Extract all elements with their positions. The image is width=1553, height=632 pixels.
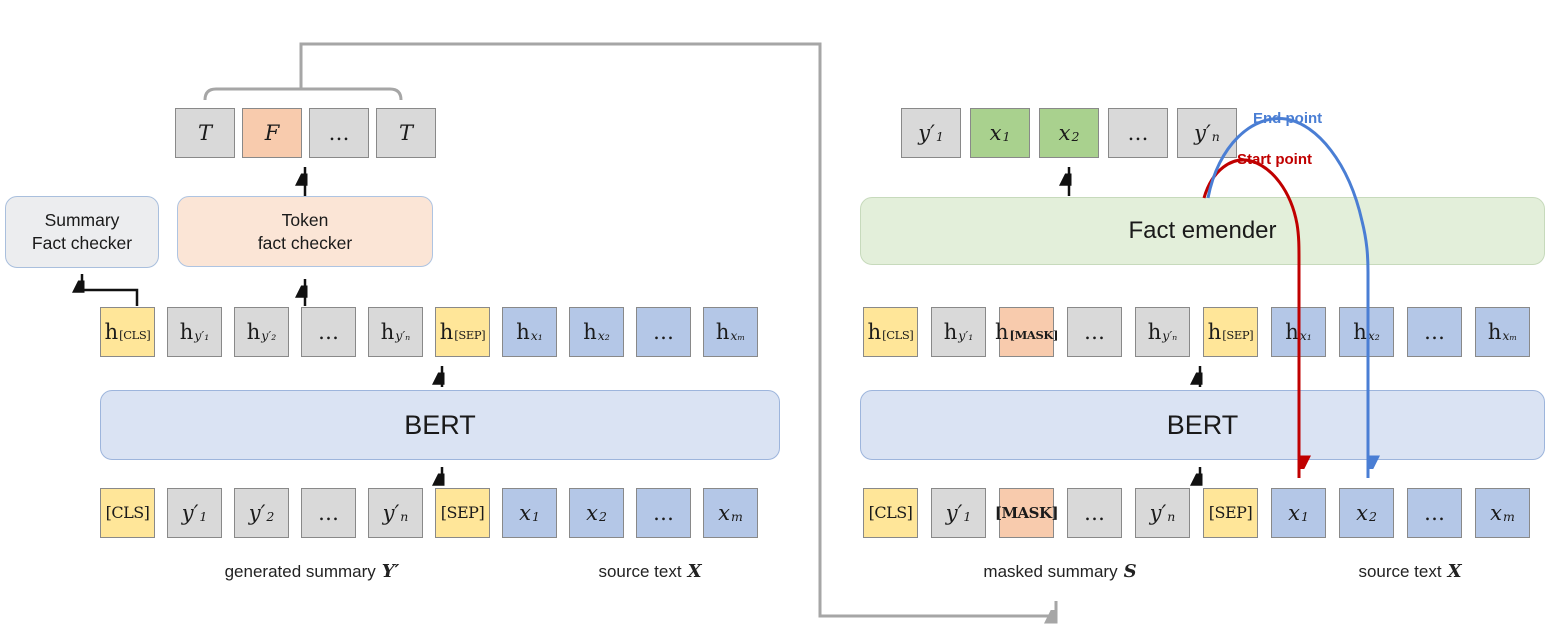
arrow-hcls-to-summarychecker [82, 274, 139, 306]
token-ellipsis: … [1407, 488, 1462, 538]
token-f: F [242, 108, 302, 158]
token-ellipsis: … [301, 307, 356, 357]
token-fact-checker-box: Token fact checker [177, 196, 433, 267]
token-ellipsis: … [309, 108, 369, 158]
token-y2: y′2 [234, 488, 289, 538]
caption-generated-summary-text: generated summary [224, 562, 376, 581]
token-fact-checker-line2: fact checker [257, 232, 353, 253]
token-sep: [SEP] [1203, 488, 1258, 538]
token-ellipsis: … [1067, 307, 1122, 357]
token-cls: [CLS] [863, 488, 918, 538]
fact-emender-label: Fact emender [1128, 217, 1277, 244]
summary-fact-checker-box: Summary Fact checker [5, 196, 159, 268]
symbol-s: S [1123, 561, 1137, 582]
fact-emender-box: Fact emender [860, 197, 1545, 265]
token-hcls: h[CLS] [100, 307, 155, 357]
token-y1: y′1 [901, 108, 961, 158]
symbol-y-prime: Y′ [381, 561, 400, 582]
caption-masked-summary-text: masked summary [983, 562, 1118, 581]
symbol-x-left: X [687, 561, 702, 582]
token-sep: [SEP] [435, 488, 490, 538]
caption-generated-summary: generated summary Y′ [225, 561, 400, 582]
bert-label-right: BERT [1166, 409, 1239, 440]
bert-box-right: BERT [860, 390, 1545, 460]
token-yn: y′n [1177, 108, 1237, 158]
token-yn: y′n [368, 488, 423, 538]
token-hmask: h[MASK] [995, 307, 1058, 357]
symbol-x-right: X [1447, 561, 1462, 582]
token-hsep: h[SEP] [435, 307, 490, 357]
token-ellipsis: … [1067, 488, 1122, 538]
end-point-label: End point [1253, 110, 1323, 127]
token-hcls: h[CLS] [863, 307, 918, 357]
token-y1: y′1 [931, 488, 986, 538]
token-ellipsis: … [1407, 307, 1462, 357]
summary-fact-checker-line1: Summary [44, 210, 120, 231]
token-yn: y′n [1135, 488, 1190, 538]
token-mask: [MASK] [995, 488, 1059, 538]
token-hsep: h[SEP] [1203, 307, 1258, 357]
token-ellipsis: … [636, 307, 691, 357]
token-ellipsis: … [301, 488, 356, 538]
bert-label-left: BERT [404, 409, 476, 440]
tf-bracket [203, 87, 403, 101]
caption-source-text-right: source text X [1358, 561, 1461, 582]
caption-source-text-right-text: source text [1358, 562, 1442, 581]
token-ellipsis: … [636, 488, 691, 538]
token-y1: y′1 [167, 488, 222, 538]
token-t: T [376, 108, 436, 158]
token-fact-checker-line1: Token [281, 209, 329, 230]
caption-source-text-left-text: source text [598, 562, 682, 581]
summary-fact-checker-line2: Fact checker [31, 233, 133, 253]
token-ellipsis: … [1108, 108, 1168, 158]
caption-masked-summary: masked summary S [983, 561, 1136, 582]
bert-box-left: BERT [100, 390, 780, 460]
token-t: T [175, 108, 235, 158]
start-point-label: Start point [1237, 151, 1312, 168]
token-cls: [CLS] [100, 488, 155, 538]
caption-source-text-left: source text X [598, 561, 701, 582]
